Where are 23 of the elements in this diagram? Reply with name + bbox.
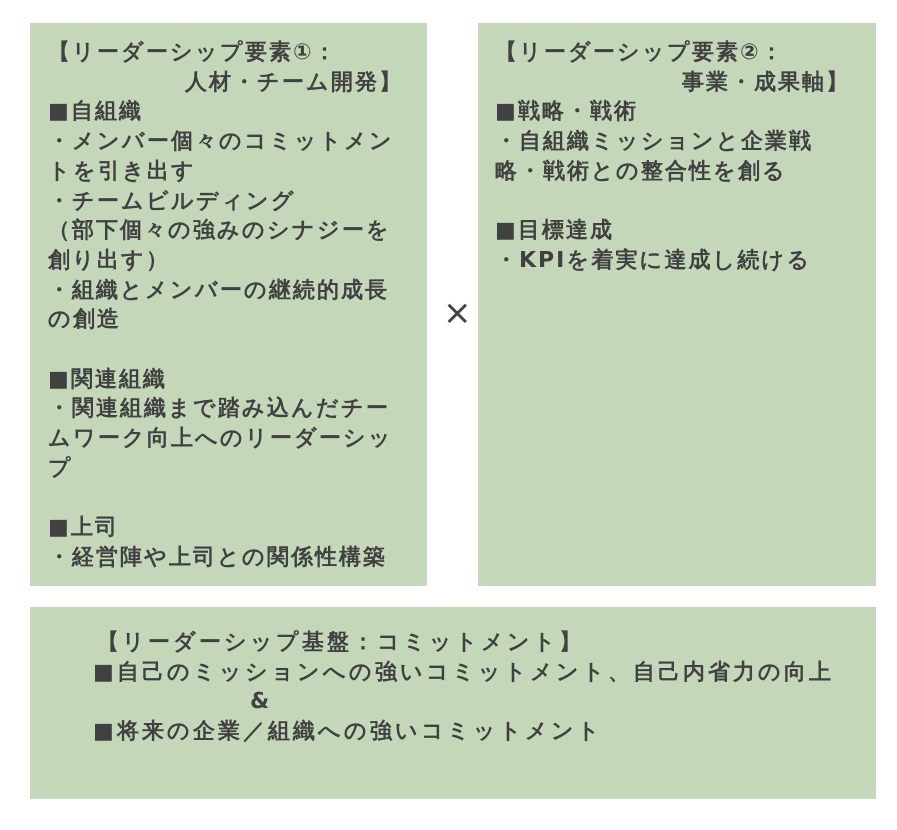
panel-heading: 【リーダーシップ基盤：コミットメント】 (97, 629, 584, 657)
multiplication-sign: × (443, 296, 472, 330)
section-heading: ■自組織 (48, 98, 143, 126)
bullet-item: ・組織とメンバーの継続的成長の創造 (48, 276, 390, 334)
bullet-item: ・関連組織まで踏み込んだチームワーク向上へのリーダーシップ (48, 395, 394, 483)
section-heading: ■関連組織 (48, 366, 167, 394)
commitment-item: ■自己のミッションへの強いコミットメント、自己内省力の向上 (93, 658, 834, 687)
panel-heading: 【リーダーシップ要素①：人材・チーム開発】 (48, 39, 403, 97)
text-panel (30, 607, 876, 799)
ampersand-text: & (250, 688, 272, 716)
text-panel (478, 23, 876, 586)
commitment-item: ■将来の企業／組織への強いコミットメント (93, 718, 603, 746)
panel-heading: 【リーダーシップ要素②：事業・成果軸】 (495, 39, 850, 97)
bullet-item: ・メンバー個々のコミットメントを引き出す (48, 128, 395, 186)
bullet-item: ・経営陣や上司との関係性構築 (48, 544, 387, 572)
section-heading: ■上司 (48, 514, 119, 542)
bullet-item: ・チームビルディング (48, 188, 296, 216)
text-panel (30, 23, 427, 586)
parenthetical-note: （部下個々の強みのシナジーを創り出す） (48, 217, 392, 275)
section-heading: ■目標達成 (495, 217, 614, 246)
bullet-item: ・KPIを着実に達成し続ける (495, 246, 812, 275)
section-heading: ■戦略・戦術 (495, 98, 638, 126)
bullet-item: ・自組織ミッションと企業戦略・戦術との整合性を創る (495, 128, 814, 186)
